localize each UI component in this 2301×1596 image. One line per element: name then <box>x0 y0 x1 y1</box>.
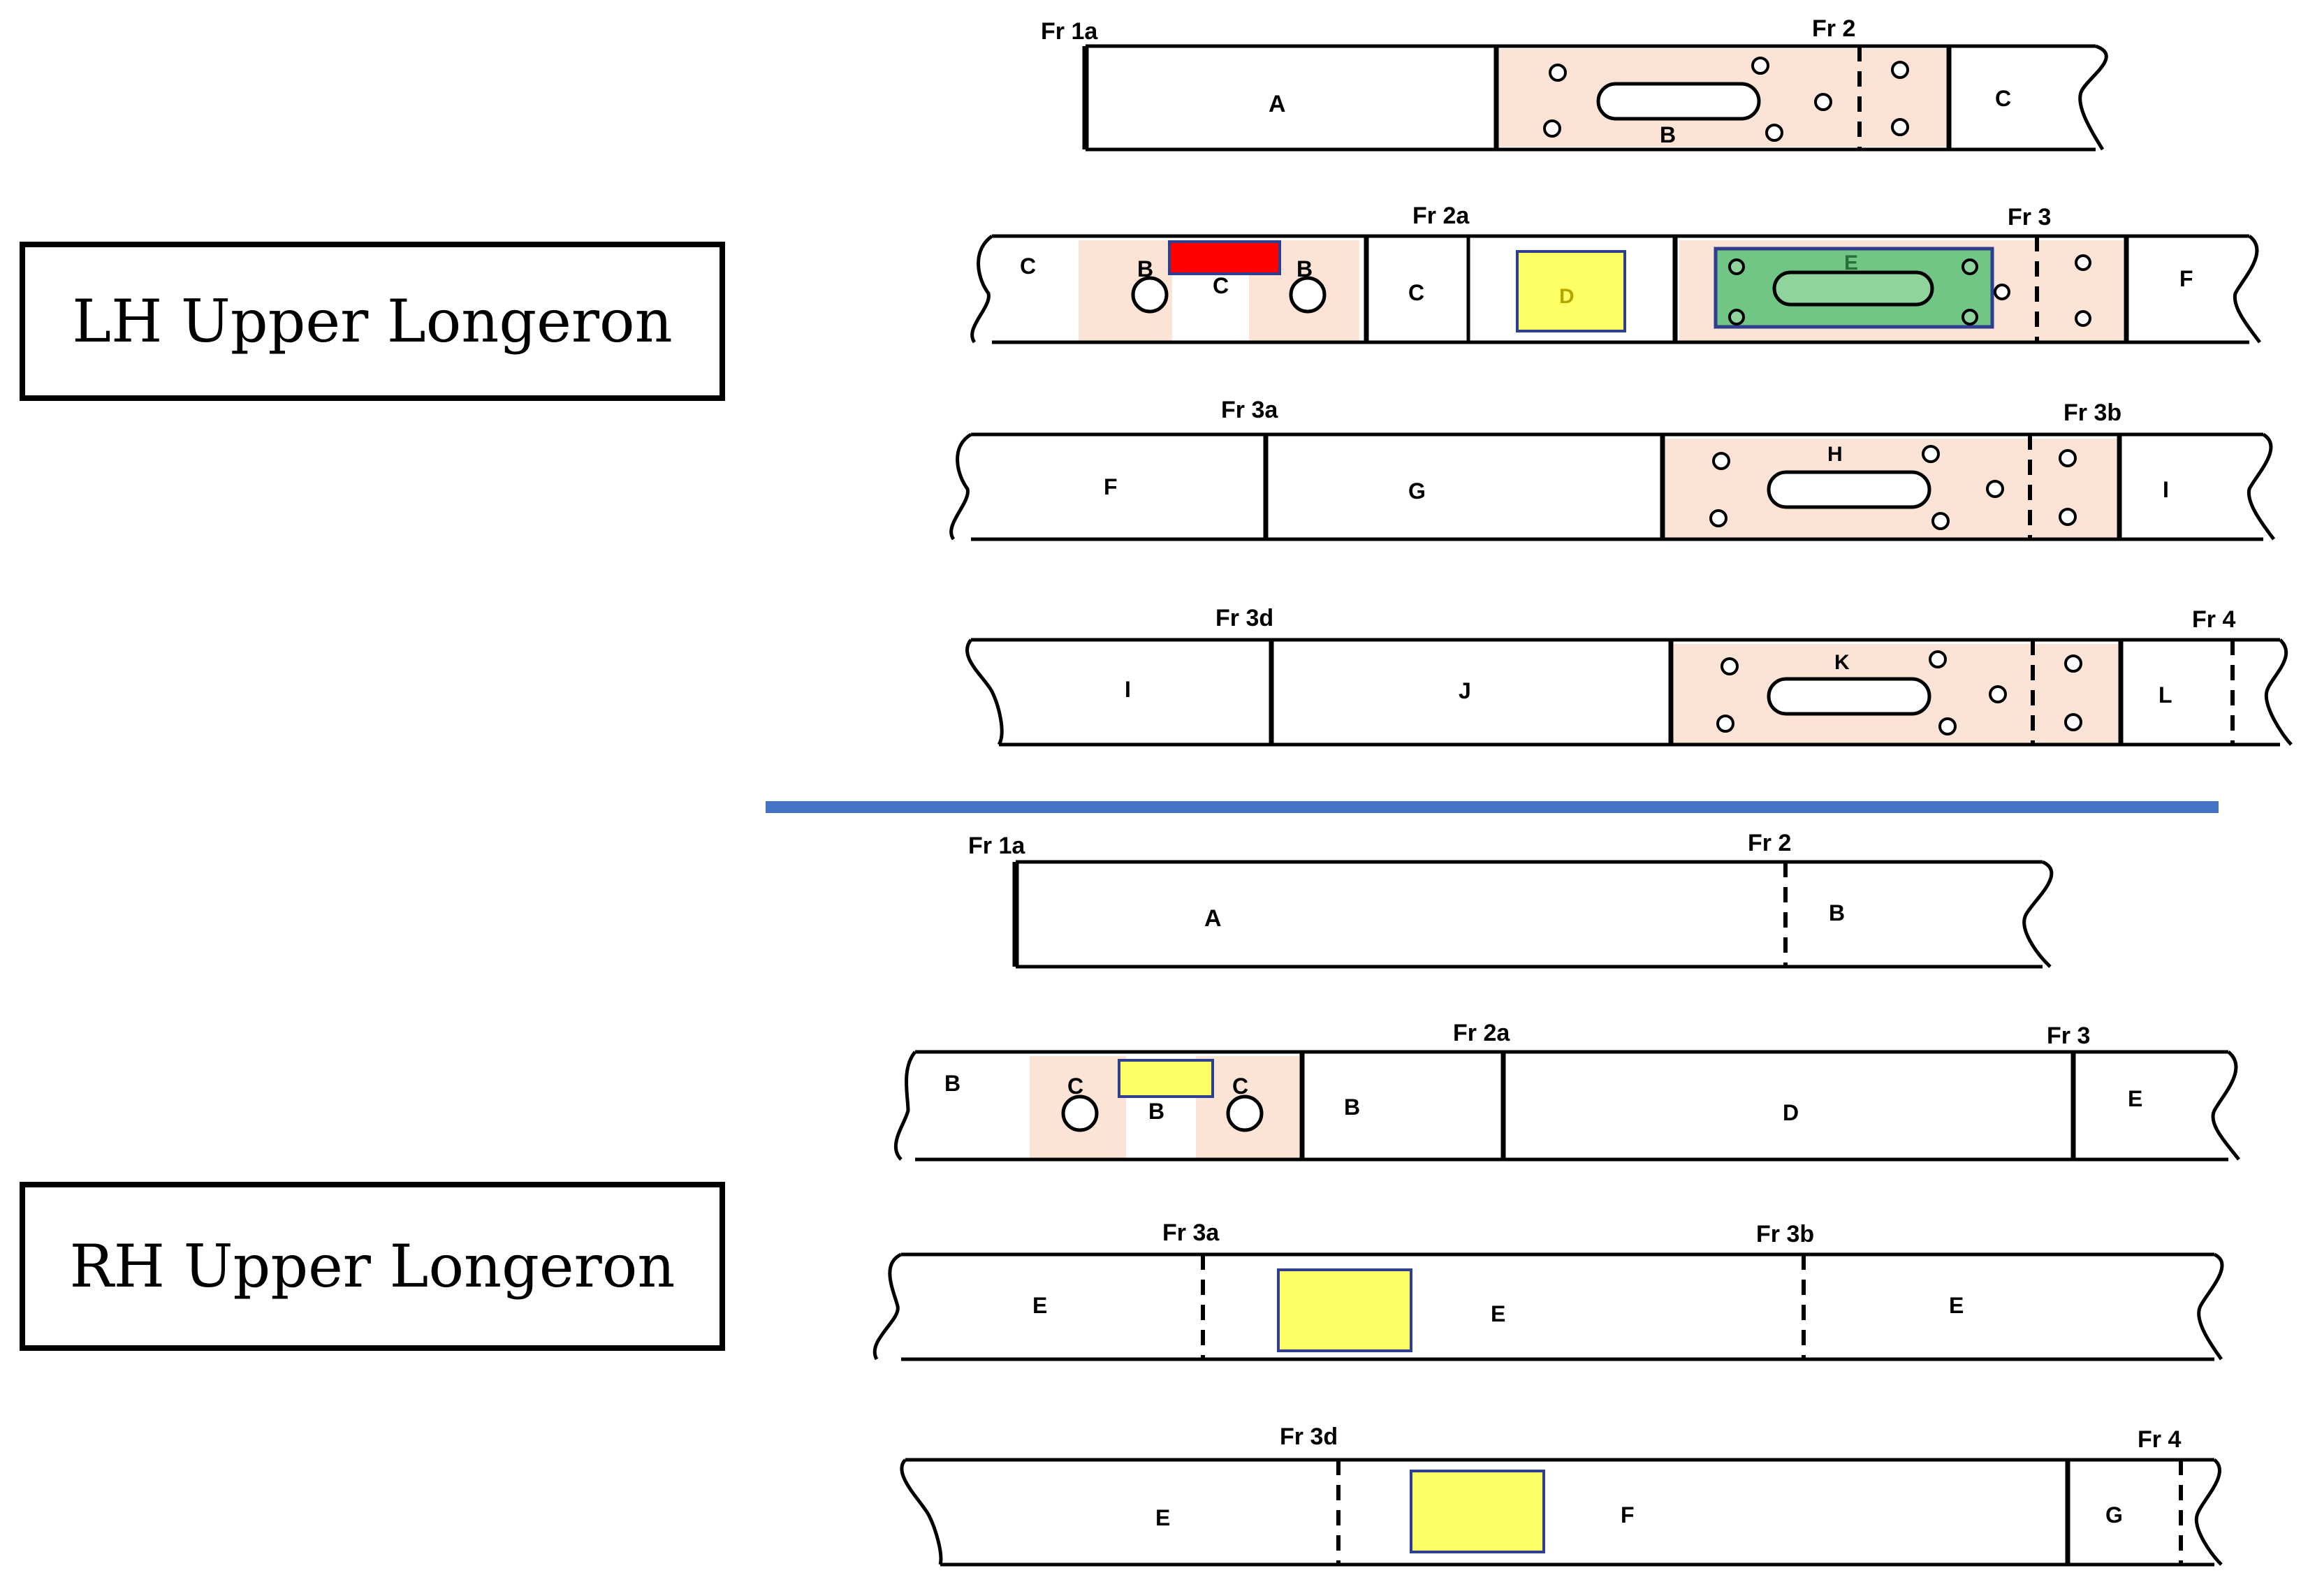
letter-A: A <box>1269 91 1286 117</box>
letter-B: B <box>1829 900 1845 925</box>
letter-D: D <box>1559 285 1575 308</box>
letter-L: L <box>2158 682 2172 708</box>
letter-D: D <box>1783 1100 1799 1125</box>
letter-F: F <box>1104 474 1118 499</box>
fr-3b-label: Fr 3b <box>1756 1221 1814 1247</box>
rh-strip-1 <box>1012 860 2054 969</box>
rh-upper-longeron-label: RH Upper Longeron <box>20 1182 725 1351</box>
fr-3a-label: Fr 3a <box>1221 397 1278 423</box>
letter-F: F <box>1621 1502 1635 1528</box>
red-patch <box>1168 240 1281 275</box>
letter-G: G <box>2105 1502 2123 1528</box>
lh-strip-1 <box>1082 44 2108 152</box>
letter-F: F <box>2179 266 2193 291</box>
letter-E: E <box>2128 1086 2142 1111</box>
letter-E: E <box>1155 1505 1170 1530</box>
yellow-patch <box>1118 1059 1214 1098</box>
section-divider <box>766 801 2219 813</box>
fr-3-label: Fr 3 <box>2047 1023 2090 1049</box>
yellow-patch <box>1516 250 1626 332</box>
letter-E: E <box>1491 1301 1505 1326</box>
letter-G: G <box>1408 478 1426 504</box>
letter-B: B <box>1660 122 1676 147</box>
letter-C: C <box>1213 273 1229 298</box>
fr-2a-label: Fr 2a <box>1453 1020 1510 1046</box>
letter-K: K <box>1834 651 1850 674</box>
lh-strip-3 <box>949 432 2275 541</box>
letter-B: B <box>1344 1094 1360 1120</box>
letter-C: C <box>1408 280 1424 305</box>
lh-upper-longeron-label: LH Upper Longeron <box>20 242 725 401</box>
yellow-patch <box>1277 1268 1412 1352</box>
rh-strip-4 <box>900 1458 2223 1567</box>
fr-4-label: Fr 4 <box>2192 606 2235 633</box>
letter-C: C <box>1232 1074 1248 1099</box>
fr-3d-label: Fr 3d <box>1280 1423 1338 1450</box>
fr-3-label: Fr 3 <box>2008 204 2051 230</box>
letter-B: B <box>1137 256 1153 281</box>
fr-2-label: Fr 2 <box>1748 830 1791 856</box>
letter-E: E <box>1844 251 1858 274</box>
letter-A: A <box>1204 905 1222 932</box>
letter-C: C <box>1995 86 2011 111</box>
letter-J: J <box>1459 678 1471 703</box>
letter-C: C <box>1020 254 1036 279</box>
lh-label-text: LH Upper Longeron <box>72 287 673 356</box>
fr-2a-label: Fr 2a <box>1412 203 1470 229</box>
fr-1a-label: Fr 1a <box>1041 18 1098 45</box>
letter-I: I <box>1125 677 1131 702</box>
letter-B: B <box>1296 256 1313 281</box>
yellow-patch <box>1410 1470 1545 1553</box>
fr-3d-label: Fr 3d <box>1215 605 1273 631</box>
fr-4-label: Fr 4 <box>2138 1426 2181 1453</box>
letter-B: B <box>1148 1099 1164 1124</box>
fr-3a-label: Fr 3a <box>1162 1220 1220 1246</box>
fr-3b-label: Fr 3b <box>2063 400 2121 426</box>
rh-strip-2 <box>893 1050 2240 1162</box>
letter-C: C <box>1067 1074 1083 1099</box>
rh-label-text: RH Upper Longeron <box>69 1232 675 1301</box>
fr-2-label: Fr 2 <box>1812 15 1855 42</box>
lh-strip-2 <box>970 234 2261 344</box>
letter-E: E <box>1032 1293 1047 1318</box>
letter-B: B <box>944 1071 960 1096</box>
rh-strip-3 <box>872 1252 2224 1361</box>
letter-H: H <box>1827 443 1843 466</box>
letter-E: E <box>1949 1293 1964 1318</box>
letter-I: I <box>2163 477 2169 502</box>
fr-1a-label: Fr 1a <box>968 833 1025 859</box>
lh-strip-4 <box>965 638 2293 747</box>
